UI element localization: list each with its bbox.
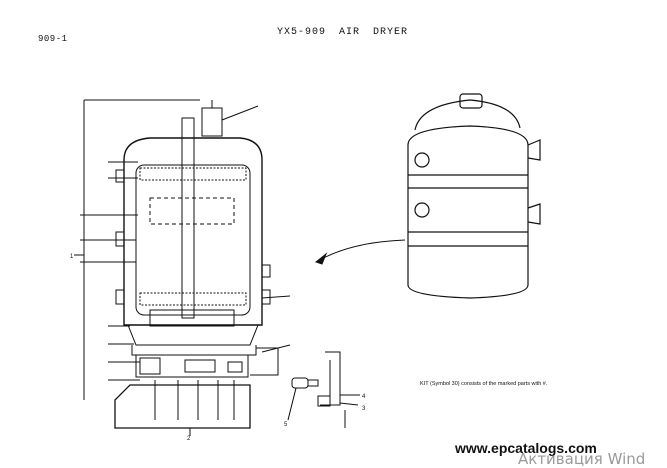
page-title: YX5-909 AIR DRYER xyxy=(277,27,409,38)
callout-2: 2 xyxy=(187,436,191,442)
watermark-url: www.epcatalogs.com xyxy=(455,440,597,456)
page-id: 909-1 xyxy=(38,34,68,44)
assembled-air-dryer xyxy=(407,93,541,299)
callout-4: 4 xyxy=(362,394,366,400)
callout-1: 1 xyxy=(70,254,74,260)
arrow xyxy=(314,239,406,265)
callout-5: 5 xyxy=(284,422,288,428)
activation-watermark: Активация Wind xyxy=(518,450,646,468)
callout-3: 3 xyxy=(362,406,366,412)
exploded-cross-section xyxy=(74,99,291,436)
kit-note: KIT (Symbol 30) consists of the marked p… xyxy=(420,381,548,387)
valve-detail xyxy=(287,351,360,428)
